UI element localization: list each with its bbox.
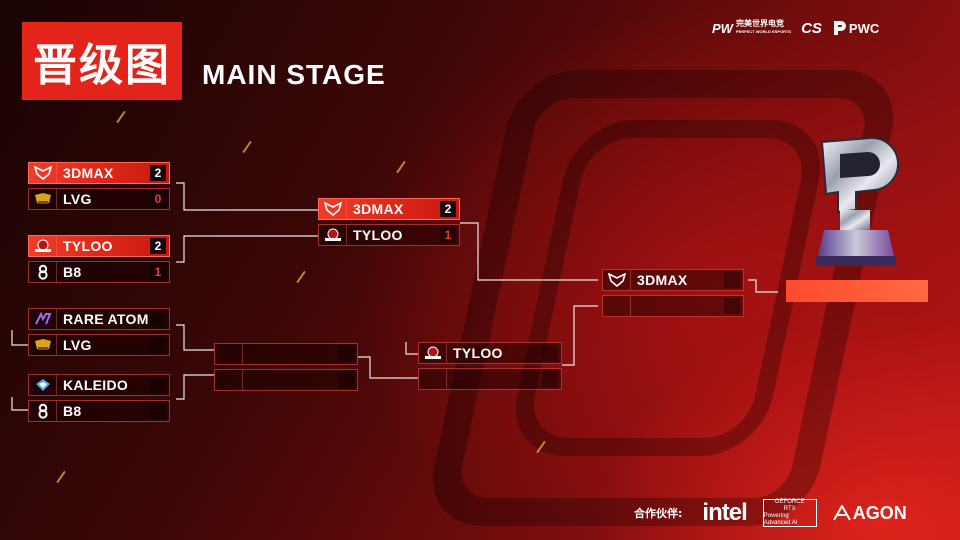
3dmax-logo-icon [603, 270, 631, 290]
team-score [150, 311, 166, 327]
team-name: LVG [63, 191, 92, 207]
team-name: B8 [63, 264, 82, 280]
empty-logo-placeholder [215, 344, 243, 364]
trophy-icon [816, 136, 899, 266]
tyloo-logo-icon [419, 343, 447, 363]
3dmax-logo-icon [319, 199, 347, 219]
page-title-cn: 晋级图 [22, 22, 182, 100]
lower-final-match: TYLOO [418, 342, 562, 394]
empty-logo-placeholder [603, 296, 631, 316]
team-slot-tbd[interactable] [214, 369, 358, 391]
pwe-text: 完美世界电竞 PERFECT WORLD ESPORTS [736, 20, 791, 36]
grand-final-match: 3DMAX [602, 269, 744, 321]
team-score [724, 272, 740, 288]
tyloo-logo-icon [319, 225, 347, 245]
cs-logo: CS [801, 19, 822, 37]
lower-r2-match [214, 343, 358, 395]
empty-logo-placeholder [215, 370, 243, 390]
b8-logo-icon [29, 401, 57, 421]
nvidia-geforce-logo: GEFORCE RTX Powering Advanced AI [762, 499, 817, 527]
partners-footer: 合作伙伴: intel GEFORCE RTX Powering Advance… [634, 498, 934, 528]
pwe-en-text: PERFECT WORLD ESPORTS [735, 29, 792, 34]
team-slot-lvg[interactable]: LVG 0 [28, 188, 170, 210]
team-slot-tbd[interactable] [214, 343, 358, 365]
team-slot-kaleido[interactable]: KALEIDO [28, 374, 170, 396]
kaleido-logo-icon [29, 375, 57, 395]
team-slot-lvg[interactable]: LVG [28, 334, 170, 356]
team-name: RARE ATOM [63, 311, 149, 327]
team-name: 3DMAX [637, 272, 688, 288]
team-score [724, 298, 740, 314]
intel-logo: intel [702, 499, 747, 526]
team-slot-3dmax[interactable]: 3DMAX [602, 269, 744, 291]
team-slot-tbd[interactable] [602, 295, 744, 317]
team-slot-3dmax[interactable]: 3DMAX 2 [28, 162, 170, 184]
spark-decoration [56, 470, 66, 484]
agon-logo: AGON [832, 502, 907, 524]
team-slot-b8[interactable]: B8 1 [28, 261, 170, 283]
pwc-icon [833, 21, 846, 35]
upper-qf-match-2: TYLOO 2 B8 1 [28, 235, 170, 287]
team-slot-3dmax[interactable]: 3DMAX 2 [318, 198, 460, 220]
spark-decoration [116, 110, 126, 124]
team-score: 2 [150, 238, 166, 254]
team-slot-tyloo[interactable]: TYLOO 2 [28, 235, 170, 257]
agon-text: AGON [852, 502, 907, 523]
team-score: 0 [150, 191, 166, 207]
pwe-logo: PW 完美世界电竞 PERFECT WORLD ESPORTS [712, 20, 791, 36]
brand-logos: PW 完美世界电竞 PERFECT WORLD ESPORTS CS PWC [712, 18, 932, 38]
champion-slot [786, 280, 928, 302]
lvg-logo-icon [29, 335, 57, 355]
team-score [150, 337, 166, 353]
team-score [338, 346, 354, 362]
team-name: B8 [63, 403, 82, 419]
team-score [150, 377, 166, 393]
pwe-cn-text: 完美世界电竞 [735, 19, 784, 28]
team-name: KALEIDO [63, 377, 129, 393]
team-score [542, 345, 558, 361]
nvidia-line3: Powering Advanced AI [763, 513, 798, 526]
rare-atom-logo-icon [29, 309, 57, 329]
team-score: 2 [150, 165, 166, 181]
3dmax-logo-icon [29, 163, 57, 183]
nvidia-line2: RTX [783, 506, 796, 512]
team-slot-tyloo[interactable]: TYLOO 1 [318, 224, 460, 246]
lvg-logo-icon [29, 189, 57, 209]
team-score: 2 [440, 201, 456, 217]
upper-qf-match-1: 3DMAX 2 LVG 0 [28, 162, 170, 214]
partners-label: 合作伙伴: [634, 507, 683, 520]
team-name: LVG [63, 337, 92, 353]
nvidia-line1: GEFORCE [774, 499, 805, 505]
agon-mark-icon [832, 505, 851, 521]
team-name: 3DMAX [353, 201, 404, 217]
team-name: TYLOO [63, 238, 113, 254]
team-name: TYLOO [353, 227, 403, 243]
team-slot-tyloo[interactable]: TYLOO [418, 342, 562, 364]
pwe-mark: PW [712, 20, 733, 36]
pwc-logo: PWC [832, 20, 879, 36]
team-name: TYLOO [453, 345, 503, 361]
team-score [542, 371, 558, 387]
team-name: 3DMAX [63, 165, 114, 181]
spark-decoration [296, 270, 306, 284]
empty-logo-placeholder [419, 369, 447, 389]
team-score [150, 403, 166, 419]
page-subtitle: MAIN STAGE [202, 59, 386, 90]
upper-final-match: 3DMAX 2 TYLOO 1 [318, 198, 460, 250]
b8-logo-icon [29, 262, 57, 282]
team-slot-b8[interactable]: B8 [28, 400, 170, 422]
team-slot-tbd[interactable] [418, 368, 562, 390]
lower-r1-match-2: KALEIDO B8 [28, 374, 170, 426]
team-score [338, 372, 354, 388]
team-score: 1 [150, 264, 166, 280]
team-score: 1 [440, 227, 456, 243]
spark-decoration [242, 140, 252, 154]
spark-decoration [396, 160, 406, 174]
lower-r1-match-1: RARE ATOM LVG [28, 308, 170, 360]
tyloo-logo-icon [29, 236, 57, 256]
pwc-text: PWC [848, 20, 880, 36]
team-slot-rare-atom[interactable]: RARE ATOM [28, 308, 170, 330]
